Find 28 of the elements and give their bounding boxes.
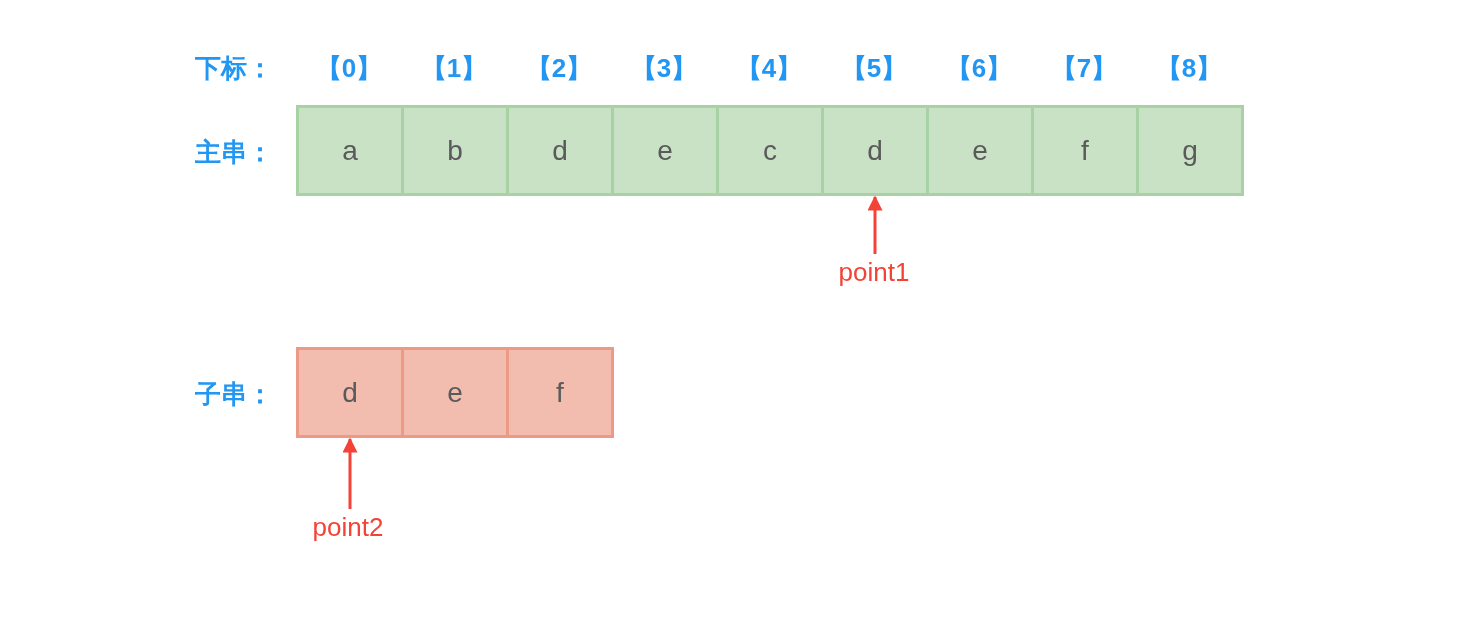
array-cell: g [1136,105,1244,196]
index-label: 【3】 [630,52,698,84]
index-label: 【6】 [945,52,1013,84]
array-cell: e [611,105,719,196]
row-label: 子串： [195,378,273,410]
array-cell: d [296,347,404,438]
arrow [867,195,883,254]
array-cell: d [506,105,614,196]
pointer-label: point2 [288,511,408,543]
array-cell: b [401,105,509,196]
index-label: 【5】 [840,52,908,84]
index-label: 【2】 [525,52,593,84]
pointer-label: point1 [814,256,934,288]
array-cell: e [401,347,509,438]
array-cell: e [926,105,1034,196]
index-label: 【7】 [1050,52,1118,84]
arrow [342,437,358,509]
array-cell: d [821,105,929,196]
index-label: 【0】 [315,52,383,84]
row-label: 主串： [195,136,273,168]
index-label: 【1】 [420,52,488,84]
array-cell: a [296,105,404,196]
index-label: 【8】 [1155,52,1223,84]
index-label: 【4】 [735,52,803,84]
array-cell: f [506,347,614,438]
array-cell: f [1031,105,1139,196]
array-cell: c [716,105,824,196]
row-label: 下标： [195,52,273,84]
